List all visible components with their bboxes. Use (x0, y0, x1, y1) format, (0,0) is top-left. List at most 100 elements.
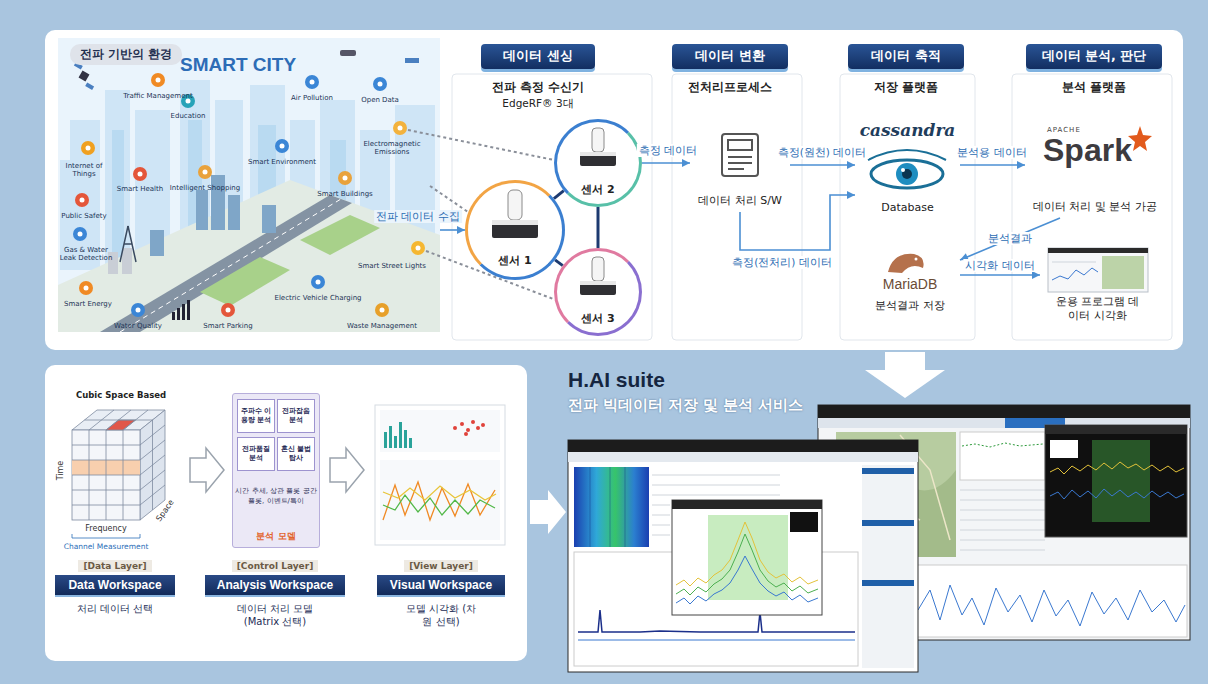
city-icon (73, 73, 425, 317)
node-text: Database (855, 201, 960, 214)
city-icon (393, 121, 407, 135)
cassandra-eye (871, 160, 943, 188)
sensor-device (467, 121, 640, 334)
chart-thumbnail (375, 405, 505, 545)
city-illustration (136, 308, 141, 313)
stage-subtitle: EdgeRF® 3대 (502, 97, 573, 111)
screenshot (652, 535, 670, 536)
arrowhead (847, 191, 855, 199)
city-icon (311, 275, 325, 289)
satellite-icon (340, 50, 356, 56)
stage-tab: 데이터 센싱 (481, 44, 595, 69)
logo-text: MariaDB (860, 276, 960, 292)
node-text: Cubic Space Based (62, 390, 180, 400)
city-label: Water Quality (114, 322, 162, 330)
cube-figure (72, 410, 165, 538)
connector-label: 전파 데이터 수집 (374, 210, 462, 223)
screenshot (790, 512, 818, 532)
city-illustration (300, 215, 380, 255)
city-illustration (203, 170, 208, 175)
node-text: 데이터 처리 및 분석 가공 (1025, 199, 1165, 214)
chevron-arrow (330, 448, 364, 492)
workspace-caption: 처리 데이터 선택 (77, 602, 153, 615)
city-label: Smart Buildings (317, 190, 372, 198)
connector (555, 260, 563, 266)
sensor-circle: 센서 2 (554, 119, 642, 207)
chart-thumbnail (380, 410, 500, 452)
city-label: Open Data (361, 96, 399, 104)
city-icon (151, 73, 165, 87)
connector (790, 161, 855, 169)
stage-subtitle: 저장 플랫폼 (874, 80, 938, 95)
screenshot (862, 520, 914, 526)
platform-box: APACHESpark데이터 처리 및 분석 가공 (1025, 118, 1165, 218)
city-icon (221, 303, 235, 317)
screenshot (568, 452, 918, 462)
workspace-box: [Data Layer]Data Workspace처리 데이터 선택 (55, 560, 175, 640)
signal-icon (177, 308, 180, 320)
app-box: 운용 프로그램 데이터 시각화 (1040, 245, 1155, 333)
cassandra-eye (896, 163, 918, 185)
chart-thumbnail (399, 422, 402, 448)
screenshot (960, 550, 1045, 551)
screenshot (1050, 462, 1184, 474)
city-illustration (211, 175, 225, 230)
screenshot (568, 440, 918, 452)
cube-figure (72, 460, 140, 461)
connector (960, 161, 1025, 169)
cube-figure (140, 425, 165, 445)
cube-figure (85, 420, 153, 421)
cassandra-eye (868, 150, 946, 188)
stage-tab: 데이터 분석, 판단 (1026, 44, 1162, 69)
connector-label: 측정(원천) 데이터 (776, 146, 869, 159)
city-illustration (262, 205, 276, 233)
chart-thumbnail (453, 420, 485, 436)
node-text: 혼신 불법 탐사 (279, 445, 313, 463)
software-icon (722, 134, 758, 176)
chart-thumbnail (476, 426, 480, 430)
screenshot (960, 540, 1045, 541)
flow-arrow (530, 490, 566, 534)
city-illustration (58, 38, 440, 332)
screenshot (652, 505, 670, 506)
city-illustration (416, 246, 421, 251)
layer-tag: [Control Layer] (232, 560, 319, 572)
software-icon (728, 168, 744, 170)
cassandra-eye (901, 168, 905, 172)
app-thumbnail (1048, 248, 1148, 292)
sensor-device (580, 281, 616, 285)
connector (960, 218, 1060, 261)
stage-tab: 데이터 축적 (848, 44, 964, 69)
column-panel (452, 74, 652, 340)
logo-text: cassandra (855, 120, 960, 140)
screenshot (960, 490, 1045, 550)
stage-subtitle: 전파 측정 수신기 (492, 80, 584, 95)
node-text: 전파잡음 분석 (279, 407, 313, 425)
cube-figure (72, 534, 140, 538)
app-thumbnail (1048, 248, 1148, 253)
city-illustration (80, 198, 85, 203)
column-panel (452, 74, 1172, 340)
screenshot (672, 500, 822, 509)
cube-figure (72, 430, 140, 520)
city-label: Smart Environment (248, 158, 316, 166)
city-illustration (316, 280, 321, 285)
screenshot (962, 443, 1043, 447)
screenshot (568, 440, 918, 672)
city-illustration (120, 226, 136, 262)
cube-figure (72, 445, 140, 446)
chart-thumbnail (389, 426, 392, 448)
arrowhead (682, 159, 690, 167)
screenshot (652, 525, 670, 526)
satellite-icon (405, 58, 419, 63)
database-box: cassandraDatabase (855, 118, 960, 218)
screenshot (590, 467, 591, 547)
screenshot (1045, 425, 1187, 537)
sensor-device (592, 257, 604, 281)
city-label: Smart Street Lights (358, 262, 426, 270)
city-icon (373, 77, 387, 91)
city-label: Gas & Water Leak Detection (56, 246, 116, 262)
arrowhead (457, 226, 465, 234)
city-illustration (150, 175, 276, 256)
